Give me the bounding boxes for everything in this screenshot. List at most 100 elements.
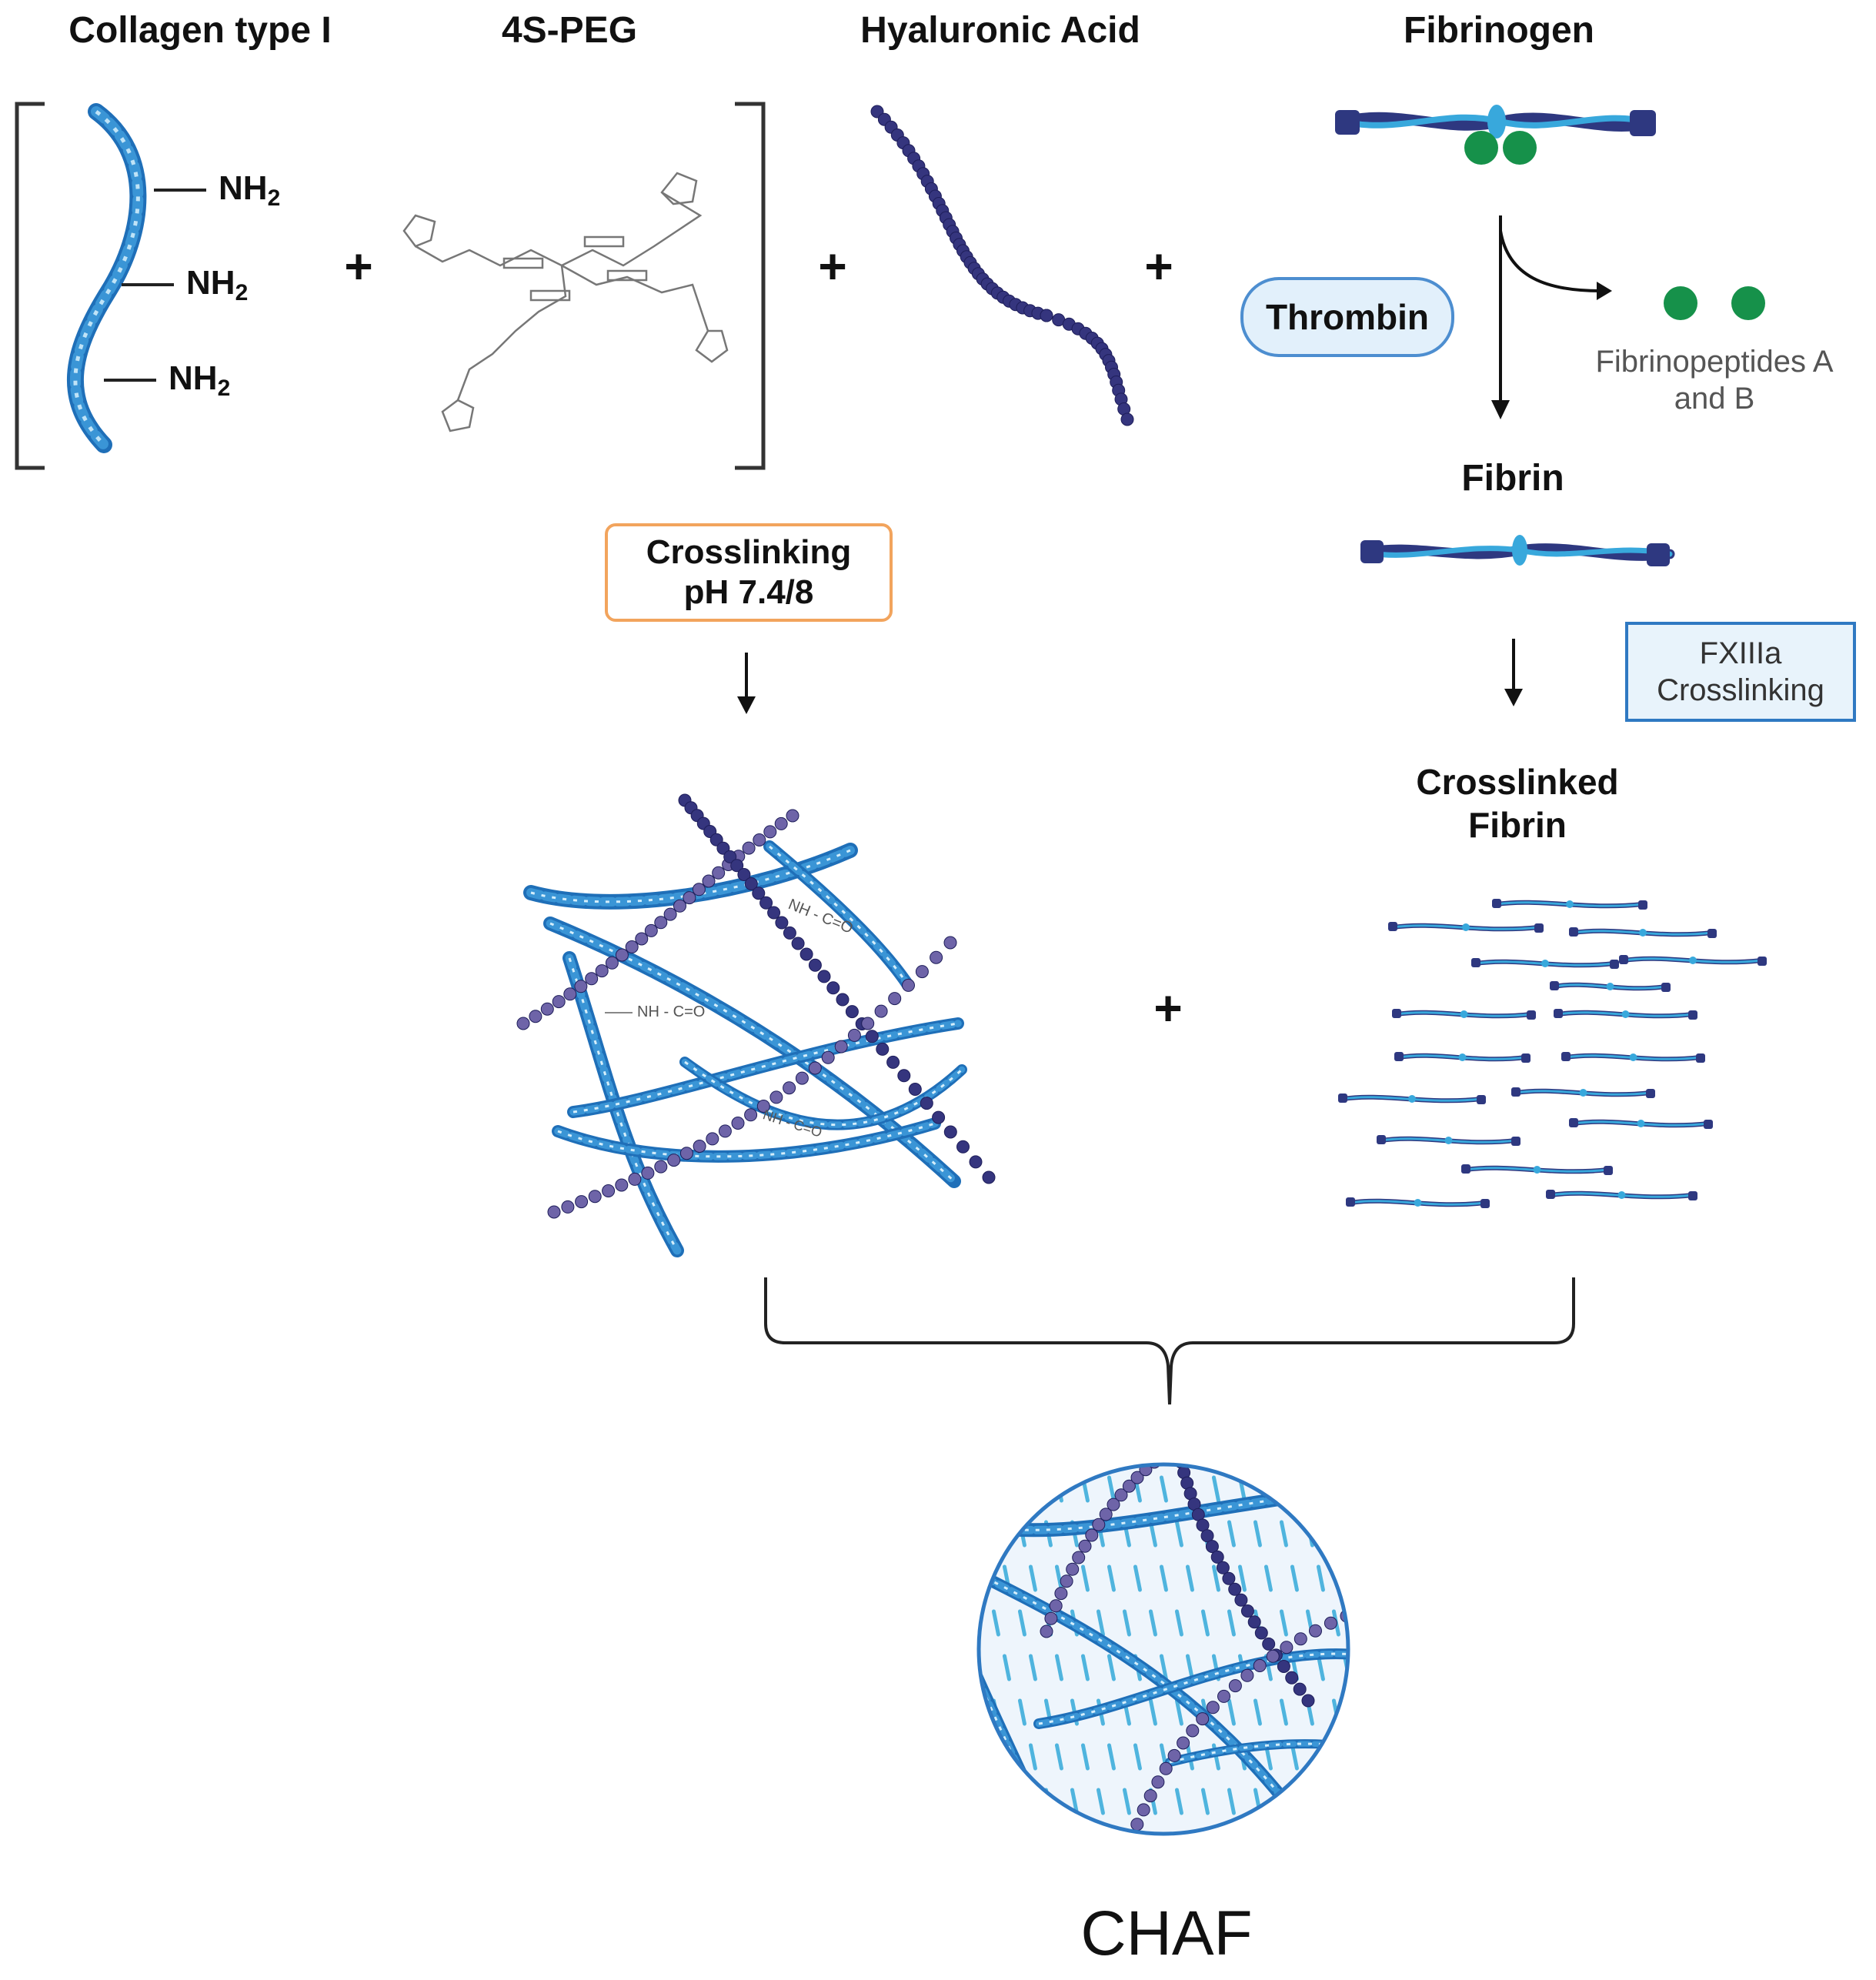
- chaf-ha-bead: [1253, 1659, 1267, 1672]
- chaf-fibrin-fragment: [1080, 1832, 1090, 1834]
- amine-label-3: NH2: [169, 359, 231, 401]
- network-ha-bead: [574, 980, 588, 993]
- network-ha-bead: [602, 1184, 616, 1197]
- fibrin-fiber: [1550, 1192, 1694, 1198]
- network-ha-bead: [654, 1160, 668, 1174]
- chaf-fibrin-fragment: [1342, 1832, 1348, 1834]
- chaf-fibrin-fragment: [1054, 1832, 1063, 1834]
- chaf-fibrin-fragment: [1107, 1564, 1116, 1592]
- label-fibrin: Fibrin: [1461, 458, 1564, 499]
- chaf-fibrin-fragment: [1290, 1475, 1299, 1503]
- fibrin-fiber: [1557, 1011, 1694, 1017]
- network-ha-bead: [834, 1040, 848, 1053]
- crosslinked-fibrin-fibers: [1338, 899, 1767, 1208]
- fibrinopeptides-line2: and B: [1674, 382, 1755, 416]
- network-collagen-strand: [530, 849, 851, 903]
- network-ha-bead: [897, 1069, 911, 1083]
- label-crosslinked-fibrin: Crosslinked Fibrin: [1416, 760, 1618, 846]
- chaf-ha-bead: [1216, 1561, 1230, 1574]
- fibrinopeptides-line1: Fibrinopeptides A: [1595, 345, 1834, 379]
- chaf-fibrin-fragment: [1028, 1564, 1037, 1592]
- fibrin-fiber: [1396, 1011, 1532, 1017]
- fibrin-fiber-node: [1696, 1053, 1705, 1063]
- fibrin-fiber-node: [1480, 1199, 1490, 1208]
- chaf-fibrin-fragment: [1316, 1475, 1325, 1503]
- network-ha-bead: [845, 1005, 859, 1019]
- network-ha-bead: [561, 1200, 575, 1214]
- network-ha-bead: [585, 972, 599, 986]
- fibrin-fiber-node: [1534, 923, 1544, 933]
- chaf-fibrin-fragment: [1185, 1564, 1194, 1592]
- fibrin-fiber-node: [1460, 1010, 1468, 1018]
- chaf-ha-bead: [1186, 1724, 1200, 1738]
- chaf-ha-bead: [1280, 1641, 1294, 1654]
- fibrin-fiber-node: [1646, 1089, 1655, 1098]
- chaf-ha-bead: [1151, 1775, 1165, 1789]
- chaf-ha-bead: [1240, 1668, 1254, 1682]
- fibrin-fiber: [1392, 924, 1540, 930]
- chaf-fibrin-fragment: [1159, 1564, 1168, 1592]
- network-ha-bead: [808, 958, 822, 972]
- chaf-ha-bead: [1054, 1587, 1068, 1601]
- crosslinking-line1: Crosslinking: [646, 533, 852, 571]
- chaf-ha-bead: [1177, 1736, 1190, 1750]
- fibrin-fiber-node: [1461, 1164, 1470, 1174]
- fibrin-fiber-node: [1541, 960, 1549, 967]
- network-ha-bead: [817, 970, 831, 983]
- chaf-fibrin-fragment: [1185, 1832, 1194, 1834]
- chaf-ha-bead: [1072, 1551, 1086, 1564]
- fibrin-fiber-node: [1458, 1053, 1467, 1061]
- chaf-fibrin-fragment: [1174, 1609, 1183, 1637]
- label-hyaluronic-acid: Hyaluronic Acid: [860, 10, 1140, 51]
- network-ha-bead: [874, 1004, 888, 1018]
- network-ha-bead: [744, 1108, 758, 1122]
- network-ha-bead: [692, 883, 706, 897]
- network-ha-bead: [628, 1172, 642, 1186]
- fibrin-fiber: [1380, 1137, 1517, 1144]
- chaf-fibrin-fragment: [1080, 1564, 1090, 1592]
- chaf-ha-bead: [1234, 1593, 1248, 1607]
- chaf-ha-bead: [1247, 1615, 1261, 1629]
- thrombin-label: Thrombin: [1265, 297, 1430, 337]
- chaf-fibrin-fragment: [1054, 1743, 1063, 1771]
- network-ha-bead: [908, 1083, 922, 1096]
- chaf-fibrin-fragment: [1211, 1832, 1220, 1834]
- network-ha-bead: [932, 1110, 946, 1124]
- fibrin-fiber-node: [1569, 927, 1578, 937]
- fibrin-fiber-node: [1579, 1089, 1587, 1097]
- network-ha-bead: [775, 916, 789, 930]
- network-ha-bead: [595, 964, 609, 978]
- fibrin-fiber-node: [1338, 1094, 1347, 1103]
- network-ha-bead: [956, 1140, 970, 1154]
- network-ha-bead: [575, 1195, 589, 1209]
- network-ha-bead: [826, 981, 840, 995]
- hyaluronic-acid-chain: [870, 105, 1134, 426]
- fxiiia-line1: FXIIIa: [1699, 636, 1782, 670]
- combining-brace: [764, 1277, 1575, 1405]
- chaf-fibrin-fragment: [1211, 1564, 1220, 1592]
- fibrin-fiber-node: [1492, 899, 1501, 908]
- fibrin-fiber: [1573, 1120, 1709, 1127]
- chaf-fibrin-fragment: [1122, 1788, 1131, 1815]
- network-ha-bead: [759, 896, 773, 910]
- fibrin-fiber-node: [1511, 1137, 1520, 1146]
- chaf-ha-bead: [1210, 1550, 1224, 1564]
- network-ha-bead: [667, 1154, 681, 1167]
- crosslinking-line2: pH 7.4/8: [683, 573, 814, 611]
- chaf-fibrin-fragment: [1253, 1520, 1262, 1548]
- chaf-fibrin-fragment: [1159, 1654, 1168, 1681]
- amine-label-2: NH2: [186, 264, 249, 306]
- chaf-ha-bead: [1228, 1679, 1242, 1693]
- fibrin-fiber-node: [1346, 1197, 1355, 1207]
- chaf-ha-bead: [1200, 1529, 1214, 1543]
- chaf-ha-bead: [1266, 1649, 1280, 1663]
- network-ha-bead: [791, 937, 805, 950]
- network-ha-bead: [902, 978, 915, 992]
- chaf-ha-bead: [1309, 1624, 1322, 1638]
- network-ha-bead: [540, 1002, 554, 1016]
- chaf-fibrin-fragment: [1200, 1609, 1210, 1637]
- network-ha-bead: [673, 899, 686, 913]
- result-label-chaf: CHAF: [1080, 1898, 1253, 1968]
- network-ha-bead: [920, 1097, 933, 1110]
- network-ha-bead: [693, 1140, 706, 1153]
